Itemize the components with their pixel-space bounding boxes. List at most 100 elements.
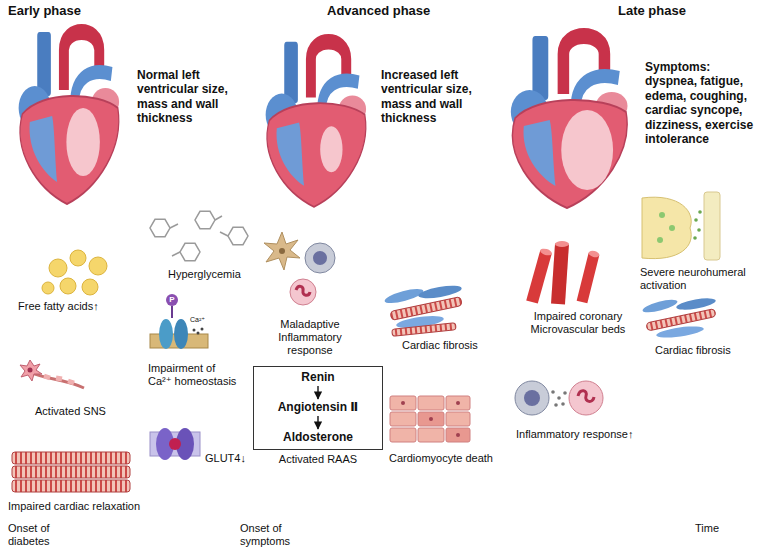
phosphate-symbol: P	[166, 294, 178, 306]
synapse-icon	[659, 212, 665, 218]
cardiomyocyte-death-icon	[418, 428, 444, 442]
immune-cells-icon	[264, 232, 300, 270]
glucose-icon	[170, 216, 228, 256]
cardiomyocyte-death-icon	[390, 396, 416, 410]
muscle-fiber-icon	[12, 480, 130, 492]
icon-label: Maladaptive Inflammatory response	[262, 318, 358, 358]
phase-description: Normal left ventricular size, mass and w…	[137, 68, 255, 126]
immune-cells-icon	[296, 286, 310, 295]
cardiomyocyte-death-icon	[418, 396, 444, 410]
inflammatory-cells-icon	[554, 403, 558, 407]
icon-label: Impaired cardiac relaxation	[8, 500, 140, 513]
cardiomyocyte-death-icon	[456, 433, 460, 437]
inflammatory-cells-icon	[515, 381, 549, 415]
flow-arrow	[317, 386, 318, 399]
glucose-icon	[195, 211, 215, 228]
calcium-channel-icon	[193, 329, 196, 332]
fat-droplets-icon	[82, 279, 98, 295]
immune-cells-icon	[313, 251, 327, 265]
icon-label: Cardiac fibrosis	[655, 344, 731, 357]
cardiomyocyte-death-icon	[390, 412, 416, 426]
heart-dilated	[511, 36, 628, 208]
glut4-icon	[150, 428, 200, 460]
vessels-icon	[532, 252, 546, 302]
icon-label: Impaired coronary Microvascular beds	[516, 310, 640, 336]
fibrosis-icon	[676, 296, 717, 312]
heart-normal	[19, 32, 119, 204]
synapse-icon	[697, 228, 701, 232]
heart-hypertrophic	[266, 42, 366, 207]
inflammatory-cells-icon	[569, 381, 603, 415]
inflammatory-cells-icon	[515, 381, 603, 415]
nerve-icon	[28, 368, 33, 373]
immune-cells-icon	[305, 243, 335, 273]
heart-normal	[19, 32, 119, 204]
hormone-step: Aldosterone	[281, 430, 355, 445]
inflammatory-cells-icon	[563, 391, 567, 395]
fibrosis-icon	[641, 297, 678, 315]
box-caption: Activated RAAS	[254, 452, 382, 467]
inflammatory-cells-icon	[578, 391, 594, 402]
glut4-icon	[169, 438, 181, 450]
calcium-channel-icon	[197, 332, 200, 335]
icon-label: Cardiomyocyte death	[389, 452, 493, 465]
icon-label: Free fatty acids↑	[18, 300, 99, 313]
vessels-icon	[558, 244, 562, 304]
synapse-icon	[694, 218, 698, 222]
fat-droplets-icon	[42, 282, 54, 294]
muscle-fiber-icon	[12, 466, 130, 478]
cardiomyocyte-death-icon	[446, 412, 470, 426]
icon-label: Inflammatory response↑	[516, 428, 633, 441]
synapse-icon	[642, 192, 720, 260]
timeline-label: Onset of diabetes	[8, 522, 78, 548]
heart-dilated	[561, 110, 613, 190]
icon-label: Activated SNS	[35, 405, 106, 418]
vessels-icon	[555, 241, 569, 247]
synapse-icon	[642, 197, 691, 258]
hormone-name: Angiotensin Ⅱ	[278, 400, 359, 415]
fat-droplets-icon	[42, 250, 107, 295]
glucose-icon	[180, 243, 200, 260]
hormone-name: Renin	[301, 370, 334, 385]
cardiomyocyte-death-icon	[456, 401, 460, 405]
icon-label: Severe neurohumeral activation	[640, 266, 762, 292]
immune-cells-icon	[290, 279, 316, 305]
phase-heading: Advanced phase	[327, 3, 430, 19]
cardiomyocyte-death-icon	[390, 396, 470, 442]
fibrosis-icon	[383, 283, 462, 336]
phase-heading: Early phase	[8, 3, 81, 19]
icon-label: Hyperglycemia	[168, 268, 241, 281]
heart-dilated	[511, 36, 628, 208]
vessels-icon	[532, 241, 600, 304]
fibrosis-icon	[656, 324, 705, 340]
glucose-icon	[150, 211, 248, 260]
vessels-icon	[588, 250, 600, 258]
inflammatory-cells-icon	[561, 402, 565, 406]
cardiomyocyte-death-icon	[418, 412, 444, 426]
raas-box: Activated RAASReninAngiotensin ⅡAldoster…	[253, 366, 383, 450]
calcium-channel-icon	[150, 294, 208, 349]
vessels-icon	[582, 254, 594, 302]
phase-description: Increased left ventricular size, mass an…	[381, 68, 501, 126]
nerve-icon	[20, 360, 42, 381]
nerve-icon	[20, 360, 84, 388]
calcium-channel-icon	[171, 306, 173, 318]
ion-symbol: Ca²⁺	[190, 316, 205, 324]
heart-hypertrophic	[266, 42, 366, 207]
symptom-list: Symptoms: dyspnea, fatigue, edema, cough…	[645, 60, 763, 146]
glucose-icon	[150, 219, 170, 236]
phase-heading: Late phase	[618, 3, 686, 19]
fibrosis-icon	[417, 283, 462, 300]
inflammatory-cells-icon	[551, 390, 555, 394]
calcium-channel-icon	[201, 328, 204, 331]
heart-hypertrophic	[320, 126, 342, 172]
cardiomyocyte-death-icon	[446, 396, 470, 410]
cardiomyocyte-death-icon	[390, 428, 416, 442]
cardiomyocyte-death-icon	[429, 417, 433, 421]
glucose-icon	[228, 227, 248, 244]
heart-normal	[66, 108, 99, 176]
fibrosis-icon	[392, 323, 456, 337]
